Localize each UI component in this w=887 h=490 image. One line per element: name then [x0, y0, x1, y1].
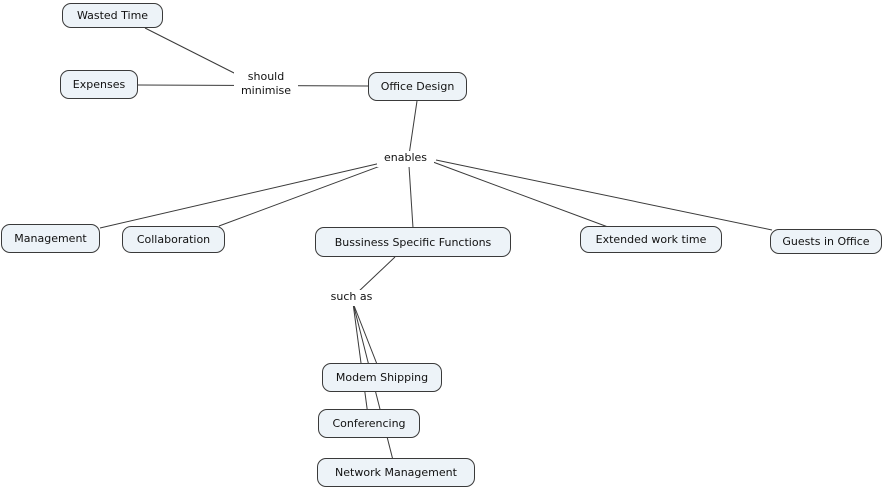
concept-node-extended-work-time[interactable]: Extended work time — [580, 226, 722, 253]
link-office-design-to-enables — [408, 100, 418, 156]
link-label-text: should — [247, 70, 285, 83]
concept-node-network-management[interactable]: Network Management — [317, 458, 475, 487]
link-label-should-minimise[interactable]: should minimise — [234, 70, 298, 98]
concept-node-expenses[interactable]: Expenses — [60, 70, 138, 99]
concept-node-management[interactable]: Management — [1, 224, 100, 253]
link-label-enables[interactable]: enables — [377, 151, 434, 167]
link-enables-to-bussiness-functions — [408, 165, 414, 229]
link-enables-to-management — [99, 162, 382, 229]
link-label-such-as[interactable]: such as — [324, 290, 379, 306]
concept-node-guests-in-office[interactable]: Guests in Office — [770, 229, 882, 254]
link-enables-to-guests-in-office — [435, 159, 773, 231]
concept-node-office-design[interactable]: Office Design — [368, 72, 467, 101]
link-enables-to-extended-work-time — [432, 161, 609, 228]
link-wasted-time-to-should-minimise — [144, 27, 241, 77]
concept-node-conferencing[interactable]: Conferencing — [318, 409, 420, 438]
concept-node-modem-shipping[interactable]: Modem Shipping — [322, 363, 442, 392]
link-label-text: minimise — [240, 84, 292, 97]
concept-node-bussiness-specific-functions[interactable]: Bussiness Specific Functions — [315, 227, 511, 257]
concept-node-wasted-time[interactable]: Wasted Time — [62, 3, 163, 28]
concept-node-collaboration[interactable]: Collaboration — [122, 226, 225, 253]
link-enables-to-collaboration — [218, 164, 384, 227]
link-bussiness-functions-to-such-as — [356, 256, 396, 294]
